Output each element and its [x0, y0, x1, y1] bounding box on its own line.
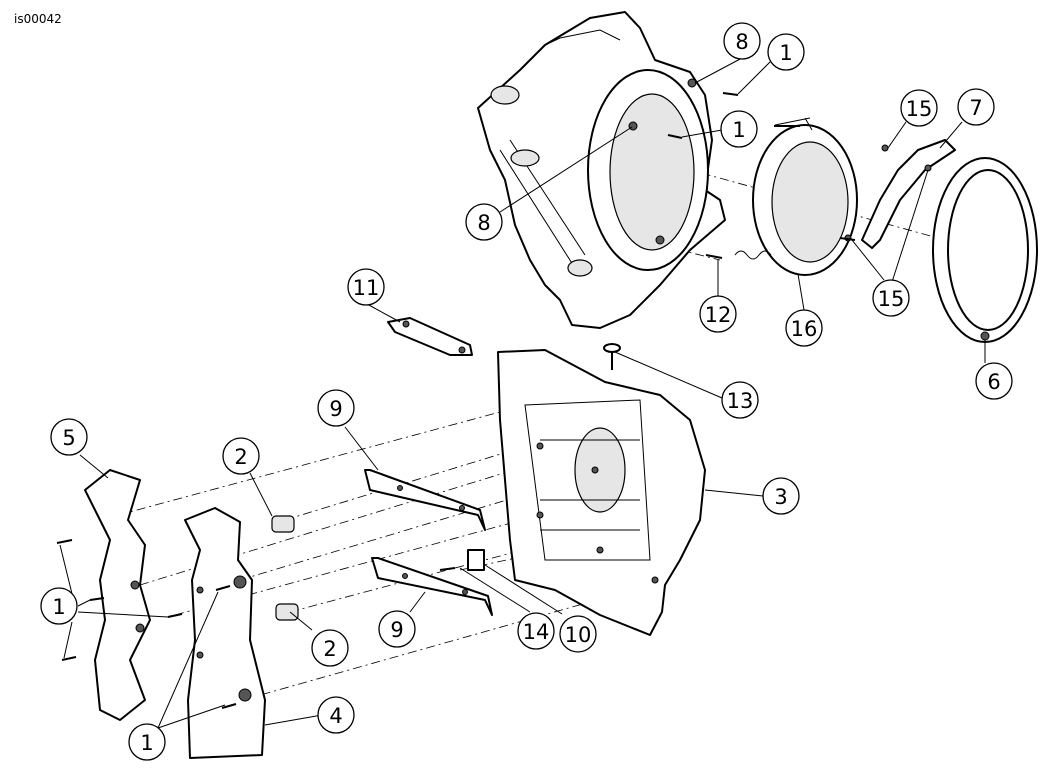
callout-label: 3: [774, 485, 787, 509]
callout-1: 1: [720, 110, 758, 148]
bracket-9-lower: [371, 557, 493, 616]
callout-label: 1: [52, 595, 65, 619]
screw-13: [603, 343, 621, 370]
left-lower-cover: [84, 469, 151, 721]
callout-5: 5: [50, 418, 88, 456]
headlamp-mounting-ring: [734, 117, 858, 276]
figure-id: is00042: [14, 12, 62, 26]
callout-label: 10: [565, 623, 592, 647]
callout-15: 15: [900, 89, 938, 127]
callout-9: 9: [317, 389, 355, 427]
callout-label: 8: [735, 30, 748, 54]
callout-label: 2: [234, 445, 247, 469]
callout-label: 15: [906, 97, 933, 121]
callout-1: 1: [40, 587, 78, 625]
clip-10: [467, 549, 485, 571]
callout-label: 9: [329, 397, 342, 421]
callout-label: 12: [705, 303, 732, 327]
callout-4: 4: [317, 696, 355, 734]
callout-8: 8: [465, 203, 503, 241]
callout-8: 8: [723, 22, 761, 60]
callout-13: 13: [721, 381, 759, 419]
callout-label: 2: [323, 637, 336, 661]
bracket-9-upper: [364, 469, 486, 531]
callout-label: 14: [523, 620, 550, 644]
spacer-2-lower: [275, 603, 299, 621]
callout-6: 6: [975, 362, 1013, 400]
headlamp-trim-ring: [932, 157, 1038, 343]
callout-15: 15: [872, 279, 910, 317]
callout-label: 11: [353, 276, 380, 300]
callout-16: 16: [785, 309, 823, 347]
callout-11: 11: [347, 268, 385, 306]
callout-label: 1: [140, 731, 153, 755]
inner-fairing: [497, 349, 706, 636]
callout-label: 7: [969, 96, 982, 120]
callout-3: 3: [762, 477, 800, 515]
screws-1: [56, 92, 856, 709]
upper-fairing-nacelle: [477, 11, 726, 329]
right-lower-cover: [184, 507, 266, 759]
callout-label: 9: [390, 618, 403, 642]
callout-label: 15: [878, 287, 905, 311]
callout-2: 2: [222, 437, 260, 475]
callout-1: 1: [767, 33, 805, 71]
callout-label: 5: [62, 426, 75, 450]
spacer-2-upper: [271, 515, 295, 533]
callout-10: 10: [559, 615, 597, 653]
callout-12: 12: [699, 295, 737, 333]
callout-label: 13: [727, 389, 754, 413]
callout-label: 1: [779, 41, 792, 65]
callout-14: 14: [517, 612, 555, 650]
callout-2: 2: [311, 629, 349, 667]
callout-label: 6: [987, 370, 1000, 394]
headlamp-bracket: [844, 139, 956, 249]
callout-7: 7: [957, 88, 995, 126]
callouts: 8 1 1 8 15 7 15 11: [40, 22, 1013, 761]
callout-label: 16: [791, 317, 818, 341]
callout-1: 1: [128, 723, 166, 761]
callout-label: 1: [732, 118, 745, 142]
callout-label: 8: [477, 211, 490, 235]
small-bracket-11: [387, 317, 473, 356]
callout-label: 4: [329, 704, 342, 728]
callout-9: 9: [378, 610, 416, 648]
